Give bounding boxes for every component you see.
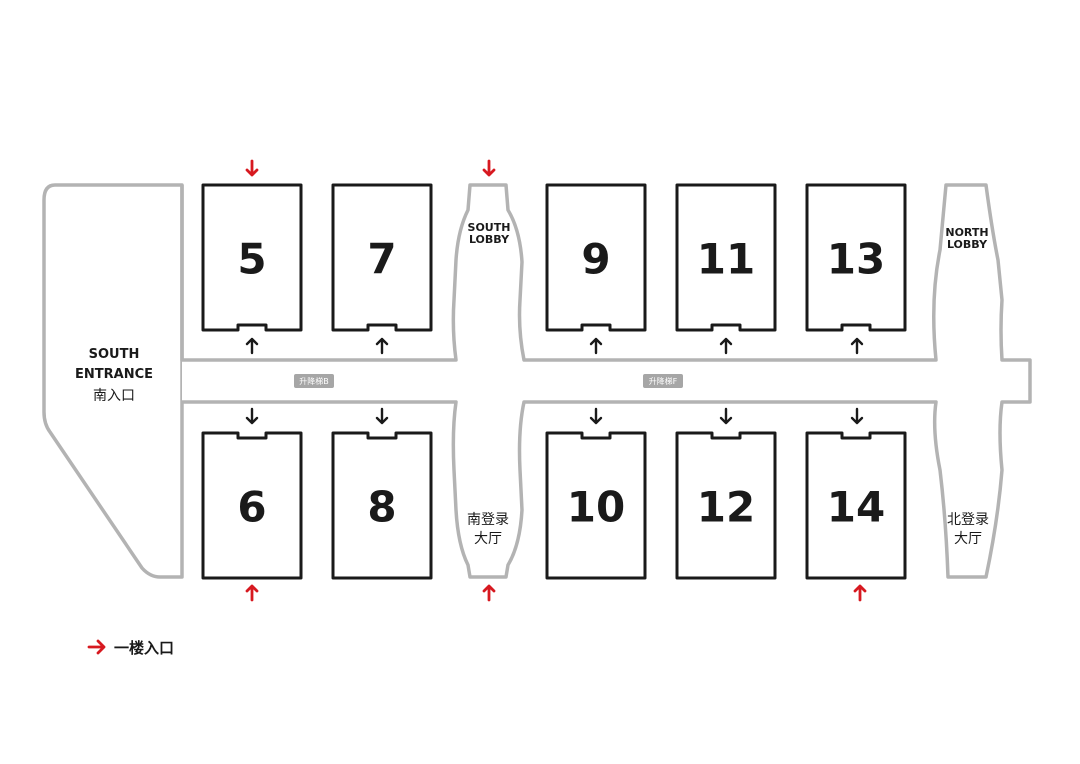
door-arrow-hall-13-icon (850, 337, 864, 355)
door-arrow-hall-12-icon (719, 407, 733, 425)
north-reg-text-2: 大厅 (954, 531, 982, 547)
hall-11-outline (675, 183, 777, 332)
entrance-arrow-hall-5-icon (245, 159, 259, 177)
hall-7-number: 7 (367, 235, 396, 284)
south-entrance-label: SOUTH ENTRANCE 南入口 (75, 347, 153, 404)
door-arrow-hall-8-icon (375, 407, 389, 425)
south-entrance-text-1: SOUTH (89, 347, 140, 362)
elevator-f-badge[interactable]: 升降梯F (643, 374, 683, 388)
elevator-f-label: 升降梯F (649, 376, 678, 386)
hall-10-number: 10 (567, 483, 625, 532)
halls-layer: 5 7 9 11 13 6 8 10 12 14 (201, 183, 907, 580)
north-lobby-label: NORTH LOBBY (945, 226, 988, 251)
hall-13-outline (805, 183, 907, 332)
hall-9-number: 9 (581, 235, 610, 284)
south-lobby-text-2: LOBBY (469, 233, 510, 246)
hall-14[interactable]: 14 (805, 431, 907, 580)
hall-8[interactable]: 8 (331, 431, 433, 580)
entrance-arrow-hall-6-icon (245, 584, 259, 602)
hall-6-outline (201, 431, 303, 580)
north-reg-text-1: 北登录 (947, 512, 989, 528)
hall-7[interactable]: 7 (331, 183, 433, 332)
hall-12-number: 12 (697, 483, 755, 532)
south-entrance-area[interactable] (42, 183, 184, 579)
hall-8-outline (331, 431, 433, 580)
hall-10[interactable]: 10 (545, 431, 647, 580)
hall-14-number: 14 (827, 483, 885, 532)
elevator-b-bg (294, 374, 334, 388)
south-registration-hall-label: 南登录 大厅 (467, 512, 509, 547)
hall-14-outline (805, 431, 907, 580)
hall-7-outline (331, 183, 433, 332)
upper-walkway (180, 183, 1032, 579)
hall-12[interactable]: 12 (675, 431, 777, 580)
hall-5[interactable]: 5 (201, 183, 303, 332)
door-arrow-hall-14-icon (850, 407, 864, 425)
elevator-f-bg (643, 374, 683, 388)
south-lobby-label: SOUTH LOBBY (468, 221, 511, 246)
south-entrance-text-2: ENTRANCE (75, 367, 153, 382)
hall-8-number: 8 (367, 483, 396, 532)
hall-5-outline (201, 183, 303, 332)
door-arrow-hall-11-icon (719, 337, 733, 355)
elevator-b-label: 升降梯B (299, 376, 329, 386)
hall-6-number: 6 (237, 483, 266, 532)
south-lobby-text-1: SOUTH (468, 221, 511, 234)
hall-11[interactable]: 11 (675, 183, 777, 332)
hall-9[interactable]: 9 (545, 183, 647, 332)
north-lobby-text-1: NORTH (945, 226, 988, 239)
legend-label: 一楼入口 (114, 639, 174, 657)
north-registration-hall-label: 北登录 大厅 (947, 512, 989, 547)
hall-6[interactable]: 6 (201, 431, 303, 580)
hall-9-outline (545, 183, 647, 332)
entrance-arrow-south-lobby-icon (482, 159, 496, 177)
door-arrow-hall-5-icon (245, 337, 259, 355)
legend-red-arrow-icon (87, 639, 106, 655)
entrance-arrow-hall-14-icon (853, 584, 867, 602)
door-arrow-hall-10-icon (589, 407, 603, 425)
door-arrow-hall-9-icon (589, 337, 603, 355)
hall-13-number: 13 (827, 235, 885, 284)
hall-10-outline (545, 431, 647, 580)
south-reg-text-2: 大厅 (474, 531, 502, 547)
hall-12-outline (675, 431, 777, 580)
north-lobby-text-2: LOBBY (947, 238, 988, 251)
hall-13[interactable]: 13 (805, 183, 907, 332)
entrance-arrow-south-reg-hall-icon (482, 584, 496, 602)
arrows-layer (245, 159, 867, 602)
door-arrow-hall-6-icon (245, 407, 259, 425)
corridor-network (42, 183, 1032, 579)
south-entrance-text-cn: 南入口 (93, 388, 135, 404)
south-reg-text-1: 南登录 (467, 512, 509, 528)
elevator-b-badge[interactable]: 升降梯B (294, 374, 334, 388)
hall-5-number: 5 (237, 235, 266, 284)
door-arrow-hall-7-icon (375, 337, 389, 355)
legend: 一楼入口 (87, 639, 174, 657)
hall-11-number: 11 (697, 235, 755, 284)
